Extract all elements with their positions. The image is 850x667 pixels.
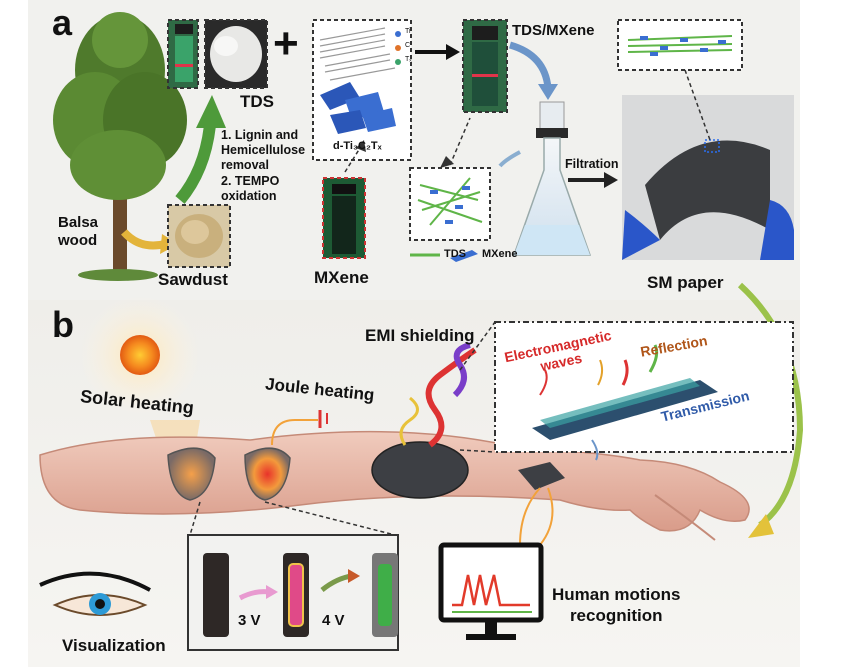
visualization-label: Visualization	[62, 636, 166, 655]
legend-mxene-swatch	[450, 250, 478, 262]
motion-sensor-patch	[518, 462, 565, 490]
legend-mxene-label: MXene	[482, 248, 518, 260]
plus-sign: +	[273, 19, 299, 68]
filtration-label: Filtration	[565, 157, 619, 171]
patch-3v-icon	[288, 563, 304, 627]
mxene-structure-image	[312, 19, 412, 161]
patch-off-icon	[203, 553, 229, 637]
sm-paper-curved-arrow-icon	[737, 282, 804, 528]
emi-shielding-patch	[371, 441, 469, 499]
yellow-arrow-icon	[121, 229, 166, 250]
sun-icon	[120, 335, 160, 375]
eye-icon	[39, 571, 151, 616]
balsa-wood-label: Balsa wood	[58, 214, 99, 249]
solar-heat-patch	[167, 447, 216, 501]
panel-a-letter: a	[52, 2, 73, 43]
sm-paper-label: SM paper	[647, 273, 724, 292]
emi-shielding-label: EMI shielding	[365, 326, 475, 345]
joule-heat-patch	[244, 447, 291, 501]
step2-label: 2. TEMPO oxidation	[221, 174, 280, 203]
tds-mxene-vial-image	[462, 19, 508, 113]
panel-b-letter: b	[52, 304, 74, 345]
mxene-label: MXene	[314, 268, 369, 287]
monitor-icon	[438, 542, 544, 640]
balsa-tree-illustration	[53, 12, 187, 281]
filtration-flask-image	[498, 101, 592, 256]
patch-4v-icon	[378, 564, 392, 626]
voltage-3v-label: 3 V	[238, 612, 261, 629]
tds-vial-image	[167, 19, 199, 89]
blue-curved-arrow-icon	[508, 41, 552, 89]
voltage-4v-label: 4 V	[322, 612, 345, 629]
tds-label: TDS	[240, 92, 274, 111]
legend-c-label: C	[405, 42, 411, 49]
sm-paper-microstructure	[617, 19, 743, 71]
tds-mxene-label: TDS/MXene	[512, 22, 595, 39]
composite-network-image	[409, 167, 491, 241]
green-curved-arrow-icon	[175, 124, 216, 204]
mxene-structure-label: d-Ti₃C₂Tₓ	[333, 140, 382, 152]
legend-tx-label: Tₓ	[405, 56, 412, 63]
human-motions-label: Human motions recognition	[552, 585, 681, 625]
step1-label: 1. Lignin and Hemicellulose removal	[221, 128, 306, 172]
sawdust-label: Sawdust	[158, 270, 228, 289]
emi-layer-sheet	[532, 378, 718, 440]
mxene-vial-image	[322, 177, 366, 259]
tds-powder-image	[204, 19, 268, 89]
legend-tds-label: TDS	[444, 248, 466, 260]
legend-ti-label: Ti	[405, 28, 411, 35]
sm-paper-photo	[622, 95, 794, 260]
